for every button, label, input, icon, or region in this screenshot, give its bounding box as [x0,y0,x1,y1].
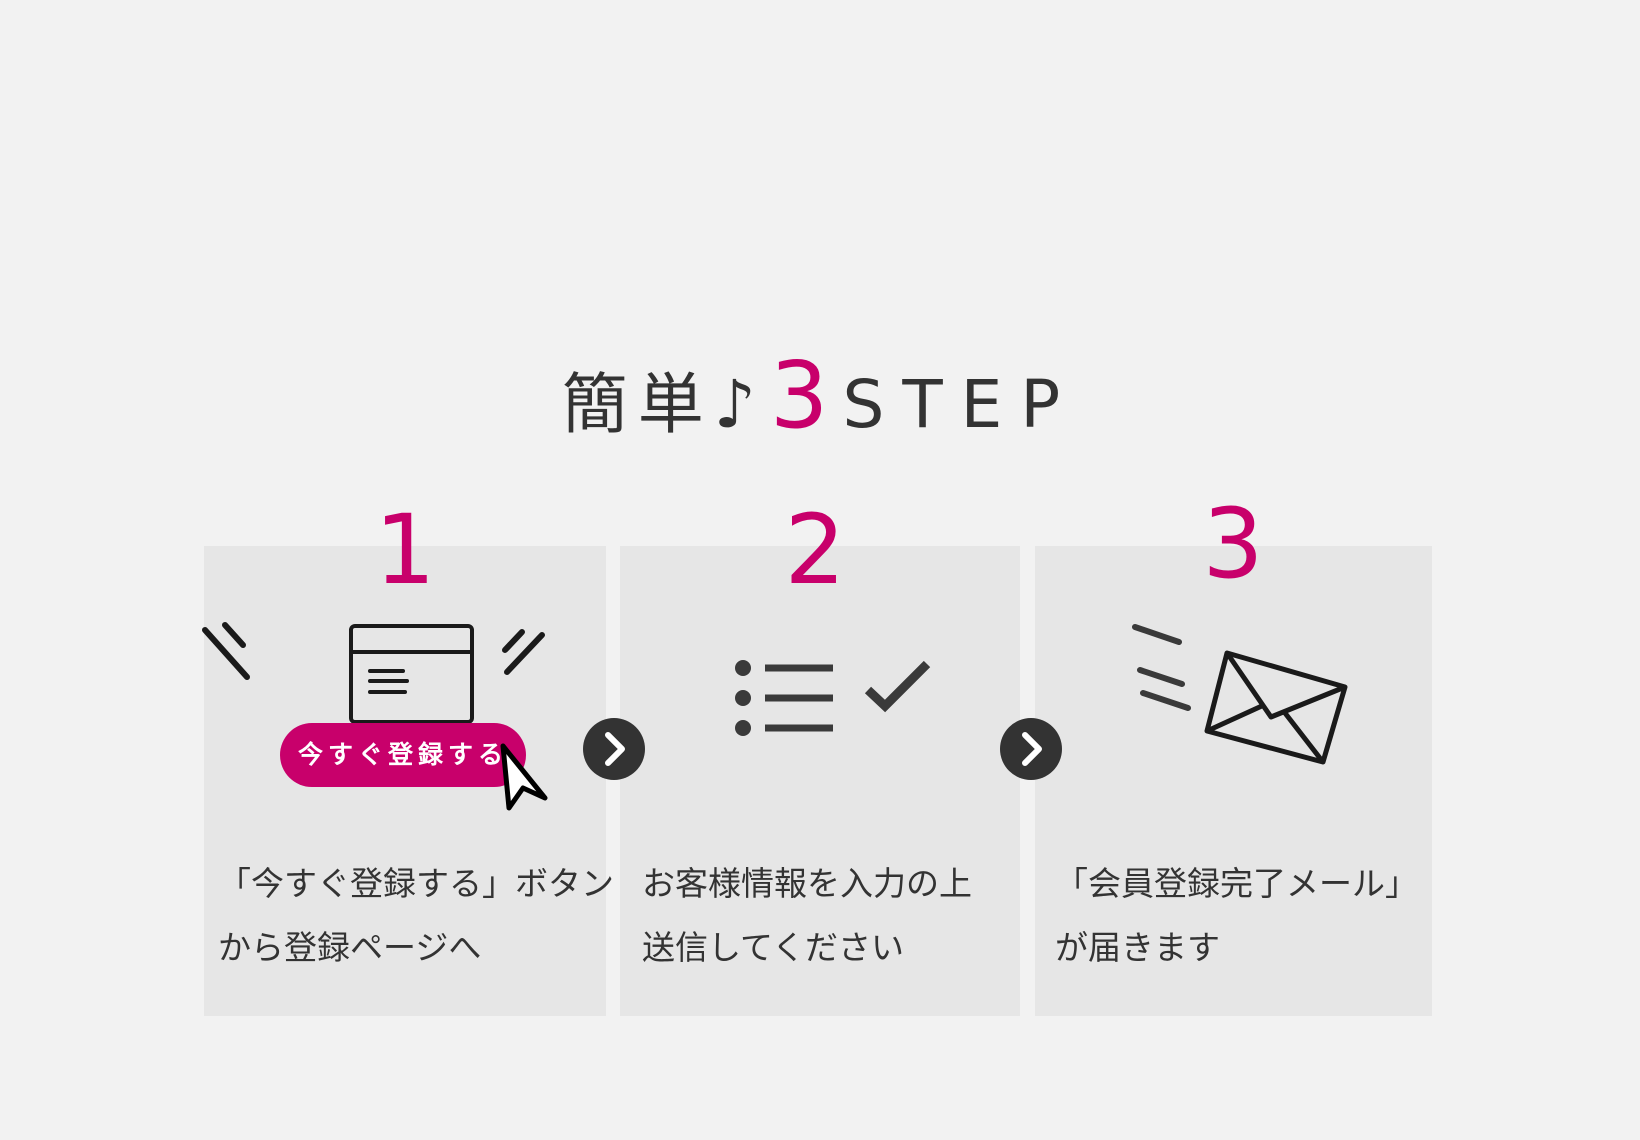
step-1-line-1: 「今すぐ登録する」ボタン [218,864,614,903]
step-3-line-2: が届きます [1055,928,1220,967]
step-3-line-1: 「会員登録完了メール」 [1055,864,1418,903]
heading-number: 3 [769,342,829,449]
cursor-icon [500,743,548,811]
heading-suffix: STEP [842,366,1079,443]
step-1-line-2: から登録ページへ [218,928,482,967]
step-number-3: 3 [1202,488,1264,600]
checklist-icon [735,660,931,736]
step-2-line-1: お客様情報を入力の上 [642,864,972,903]
step-card-3: 「会員登録完了メール」 が届きます [1035,546,1432,1016]
step-card-2: お客様情報を入力の上 送信してください [620,546,1020,1016]
heading-prefix: 簡単♪ [561,366,766,443]
step-2-description: お客様情報を入力の上 送信してください [642,852,1020,980]
registration-window-icon [202,622,545,724]
step-3-description: 「会員登録完了メール」 が届きます [1055,852,1432,980]
chevron-right-icon [605,732,625,766]
step-1-description: 「今すぐ登録する」ボタン から登録ページへ [218,852,614,980]
next-step-arrow-1 [583,718,645,780]
envelope-icon [1132,624,1348,765]
next-step-arrow-2 [1000,718,1062,780]
chevron-right-icon [1022,732,1042,766]
step-number-1: 1 [374,494,436,606]
step-number-2: 2 [784,494,846,606]
register-now-button[interactable]: 今すぐ登録する [280,723,526,787]
step-2-line-2: 送信してください [642,928,905,967]
